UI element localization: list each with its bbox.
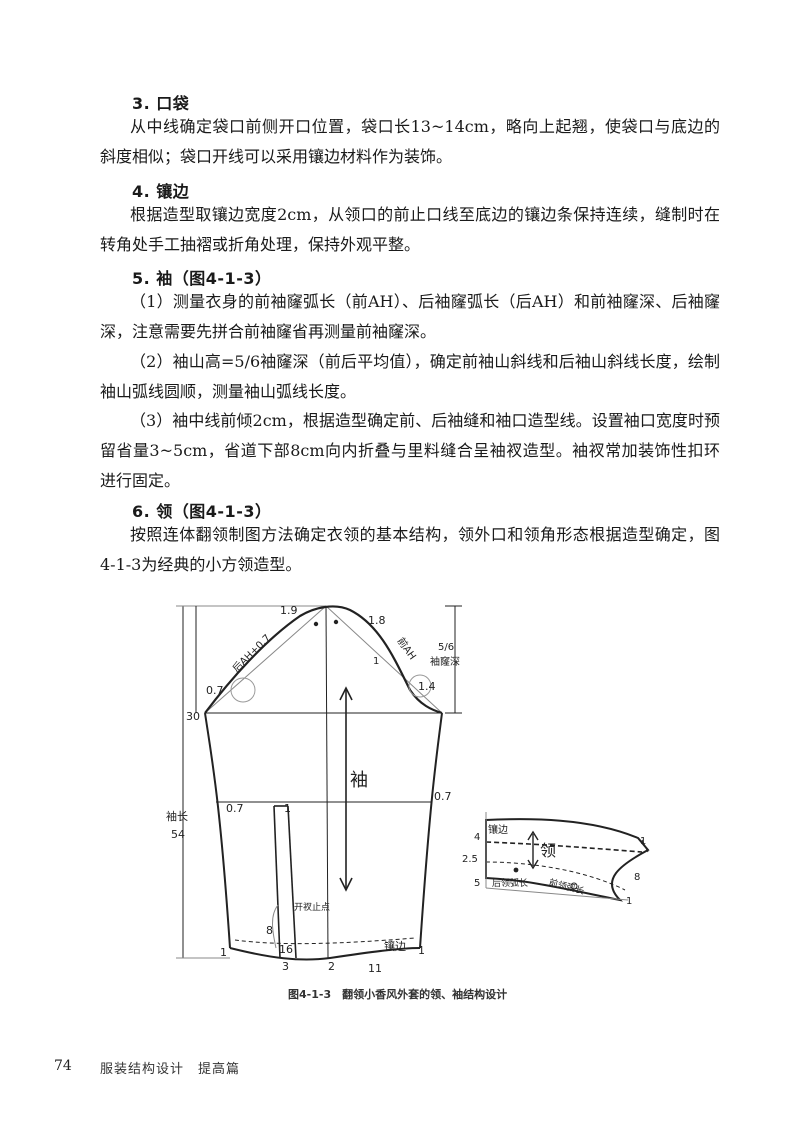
collar-label-1-bottom: 1 [626,896,632,907]
collar-label-trim: 镶边 [488,823,508,836]
label-elbow-1: 1 [284,802,291,815]
marker-circle-right [408,674,432,698]
collar-bottom-guide [485,887,629,901]
back-seam [204,712,231,949]
dart-left [273,805,281,959]
grain-arrow-head-top [339,686,353,701]
dart-right [287,805,297,959]
heading-trim: 4. 镶边 [132,182,190,201]
running-footer: 服装结构设计 提高篇 [100,1062,241,1077]
label-hem-16: 16 [279,943,293,956]
notch-dot-front [333,619,339,625]
label-vent-8: 8 [266,924,273,937]
collar-arrow-head-top [527,830,539,841]
heading-pocket: 3. 口袋 [132,94,190,113]
label-sleeve-length: 袖长 [166,809,188,823]
grain-arrow-head-bottom [339,877,353,892]
paragraph-sleeve-2: （2）袖山高=5/6袖窿深（前后平均值），确定前袖山斜线和后袖山斜线长度，绘制袖… [100,352,720,401]
paragraph-pocket: 从中线确定袋口前侧开口位置，袋口长13~14cm，略向上起翘，使袋口与底边的斜度… [100,117,720,166]
heading-sleeve: 5. 袖（图4-1-3） [132,269,272,288]
vent-curve [272,904,279,949]
back-cap-slope [204,605,327,714]
label-right-1-4: 1.4 [418,680,436,693]
label-30: 30 [186,710,200,723]
label-elbow-0-7-left: 0.7 [226,802,244,815]
front-cap-slope [325,605,443,714]
label-hem-1-left: 1 [220,946,227,959]
page-number: 74 [54,1058,72,1074]
label-hem-trim: 镶边 [384,939,406,953]
label-sleeve-word: 袖 [350,770,368,791]
collar-arrow-head-bottom [527,859,539,870]
collar-label-word: 领 [540,841,556,860]
heading-collar: 6. 领（图4-1-3） [132,502,272,521]
collar-label-1-top: 1 [640,836,646,847]
front-seam [419,712,443,949]
label-front-ah: 前AH [395,635,420,662]
collar-notch-dot [513,867,519,873]
label-left-0-7: 0.7 [206,684,224,697]
label-elbow-0-7-right: 0.7 [434,790,452,803]
label-ratio: 5/6 [438,642,454,653]
collar-trim-line [485,861,626,891]
label-armhole-depth: 袖窿深 [430,655,460,668]
hem-trim-line [234,937,416,945]
paragraph-trim: 根据造型取镶边宽度2cm，从领口的前止口线至底边的镶边条保持连续，缝制时在转角处… [100,205,720,254]
label-vent: 开衩止点 [294,901,330,913]
label-hem-11: 11 [368,962,382,975]
hem-line [229,947,421,961]
label-1-8: 1.8 [368,614,386,627]
notch-dot-back [313,621,319,627]
label-54: 54 [171,828,185,841]
pattern-figure: 1.9 1.8 后AH+0.7 前AH 1 5/6 袖窿深 0.7 1.4 30… [166,604,650,975]
collar-notch-circle [570,882,578,890]
label-back-ah: 后AH+0.7 [230,632,273,675]
marker-circle-left [230,677,256,703]
label-hem-2: 2 [328,960,335,973]
label-hem-3: 3 [282,960,289,973]
paragraph-sleeve-3: （3）袖中线前倾2cm，根据造型确定前、后袖缝和袖口造型线。设置袖口宽度时预留省… [100,411,720,490]
figure-caption: 图4-1-3 翻领小香风外套的领、袖结构设计 [288,988,508,1001]
paragraph-sleeve-1: （1）测量衣身的前袖窿弧长（前AH）、后袖窿弧长（后AH）和前袖窿深、后袖窿深，… [100,292,720,341]
collar-fold-line [485,841,643,853]
collar-label-4: 4 [474,832,480,843]
collar-right-edge [641,839,649,853]
label-cap-1: 1 [373,656,379,667]
sleeve-center-line [325,605,329,959]
collar-outline [485,818,650,902]
collar-label-5: 5 [474,878,480,889]
label-hem-1-right: 1 [418,944,425,957]
paragraph-collar: 按照连体翻领制图方法确定衣领的基本结构，领外口和领角形态根据造型确定，图4-1-… [100,525,720,574]
collar-label-8: 8 [634,872,640,883]
collar-label-back-neck: 后领弧长 [492,877,528,889]
collar-label-2-5: 2.5 [462,854,478,865]
label-1-9: 1.9 [280,604,298,617]
